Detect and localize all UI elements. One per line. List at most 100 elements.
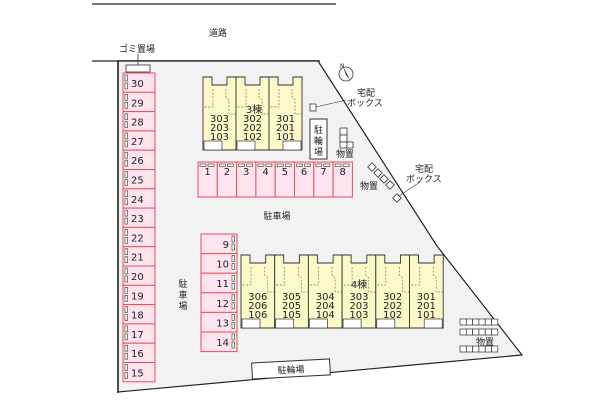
parking-number: 28 xyxy=(131,118,144,129)
unit-number: 104 xyxy=(316,310,335,321)
storage-3 xyxy=(459,318,499,353)
parking-number: 24 xyxy=(131,195,144,206)
parking-number: 14 xyxy=(216,338,229,349)
parking-middle-column: 9 10 11 12 13 14 xyxy=(200,233,238,353)
unit-number: 303 xyxy=(210,114,229,125)
unit-number: 102 xyxy=(383,310,402,321)
unit-number: 103 xyxy=(210,132,229,143)
svg-text:ボックス: ボックス xyxy=(406,174,442,185)
parking-space: 19 xyxy=(122,284,156,306)
unit-number: 204 xyxy=(316,301,335,312)
unit-number: 306 xyxy=(248,292,267,303)
unit-number: 301 xyxy=(417,292,436,303)
parking-space: 18 xyxy=(122,304,156,325)
unit-number: 302 xyxy=(243,114,262,125)
parking-main-label: 駐車場 xyxy=(263,210,290,222)
parking-space: 20 xyxy=(122,265,156,286)
delivery-box-1 xyxy=(309,103,317,112)
parking-number: 16 xyxy=(131,349,144,360)
parking-space: 25 xyxy=(122,169,156,190)
parking-space: 26 xyxy=(122,149,156,170)
parking-number: 30 xyxy=(131,79,144,90)
svg-text:駐: 駐 xyxy=(314,124,323,136)
unit-number: 304 xyxy=(316,292,335,303)
garbage-area xyxy=(125,64,151,73)
unit-number: 205 xyxy=(282,301,301,312)
parking-number: 5 xyxy=(282,167,288,178)
unit-number: 201 xyxy=(417,301,436,312)
parking-number: 7 xyxy=(320,167,326,178)
parking-number: 19 xyxy=(131,291,144,302)
unit-number: 101 xyxy=(276,132,295,143)
parking-space: 27 xyxy=(122,130,156,151)
unit-number: 206 xyxy=(248,301,267,312)
svg-text:場: 場 xyxy=(314,146,323,158)
parking-number: 13 xyxy=(216,318,229,329)
svg-text:輪: 輪 xyxy=(314,135,323,147)
parking-number: 22 xyxy=(131,233,144,244)
parking-space: 28 xyxy=(122,111,156,132)
parking-number: 3 xyxy=(243,167,249,178)
storage-1 xyxy=(339,127,354,149)
parking-number: 11 xyxy=(216,279,229,290)
unit-number: 203 xyxy=(210,123,229,134)
storage-3-label: 物置 xyxy=(476,336,494,348)
storage-2 xyxy=(367,162,395,190)
unit-number: 203 xyxy=(349,301,368,312)
parking-number: 15 xyxy=(131,369,144,380)
parking-space: 3 xyxy=(236,161,257,198)
parking-space: 1 xyxy=(197,161,218,198)
parking-space: 24 xyxy=(122,188,156,209)
parking-left-label-2: 車 xyxy=(178,289,187,301)
parking-number: 9 xyxy=(223,240,229,251)
svg-text:ボックス: ボックス xyxy=(347,98,383,109)
parking-space: 6 xyxy=(294,161,315,198)
unit-number: 305 xyxy=(282,292,301,303)
parking-space: 21 xyxy=(122,246,156,267)
parking-number: 25 xyxy=(131,176,144,187)
building-name: 4棟 xyxy=(351,278,367,291)
unit-number: 101 xyxy=(417,310,436,321)
unit-number: 202 xyxy=(383,301,402,312)
svg-text:宅配: 宅配 xyxy=(415,163,433,175)
parking-space: 15 xyxy=(122,362,156,383)
unit-number: 105 xyxy=(282,310,301,321)
parking-space: 30 xyxy=(122,72,156,93)
parking-number: 12 xyxy=(216,299,229,310)
parking-number: 4 xyxy=(262,167,268,178)
garbage-label: ゴミ置場 xyxy=(119,43,155,55)
parking-number: 21 xyxy=(131,253,144,264)
parking-number: 17 xyxy=(131,330,144,341)
parking-space: 29 xyxy=(122,91,156,113)
unit-number: 303 xyxy=(349,292,368,303)
north-compass-icon: N xyxy=(338,63,354,82)
svg-text:N: N xyxy=(340,63,345,70)
parking-space: 9 xyxy=(200,233,238,255)
parking-space: 10 xyxy=(200,253,238,274)
parking-number: 18 xyxy=(131,311,144,322)
parking-space: 11 xyxy=(200,272,238,294)
parking-space: 2 xyxy=(216,161,238,198)
parking-number: 6 xyxy=(301,167,307,178)
unit-number: 301 xyxy=(276,114,295,125)
svg-text:宅配: 宅配 xyxy=(357,87,375,99)
parking-number: 27 xyxy=(131,137,144,148)
parking-space: 22 xyxy=(122,226,156,248)
parking-space: 5 xyxy=(274,161,296,198)
parking-space: 4 xyxy=(255,161,276,198)
site-lot xyxy=(117,60,524,393)
bicycle-parking-bottom: 駐輪場 xyxy=(251,358,331,380)
unit-number: 102 xyxy=(243,132,262,143)
